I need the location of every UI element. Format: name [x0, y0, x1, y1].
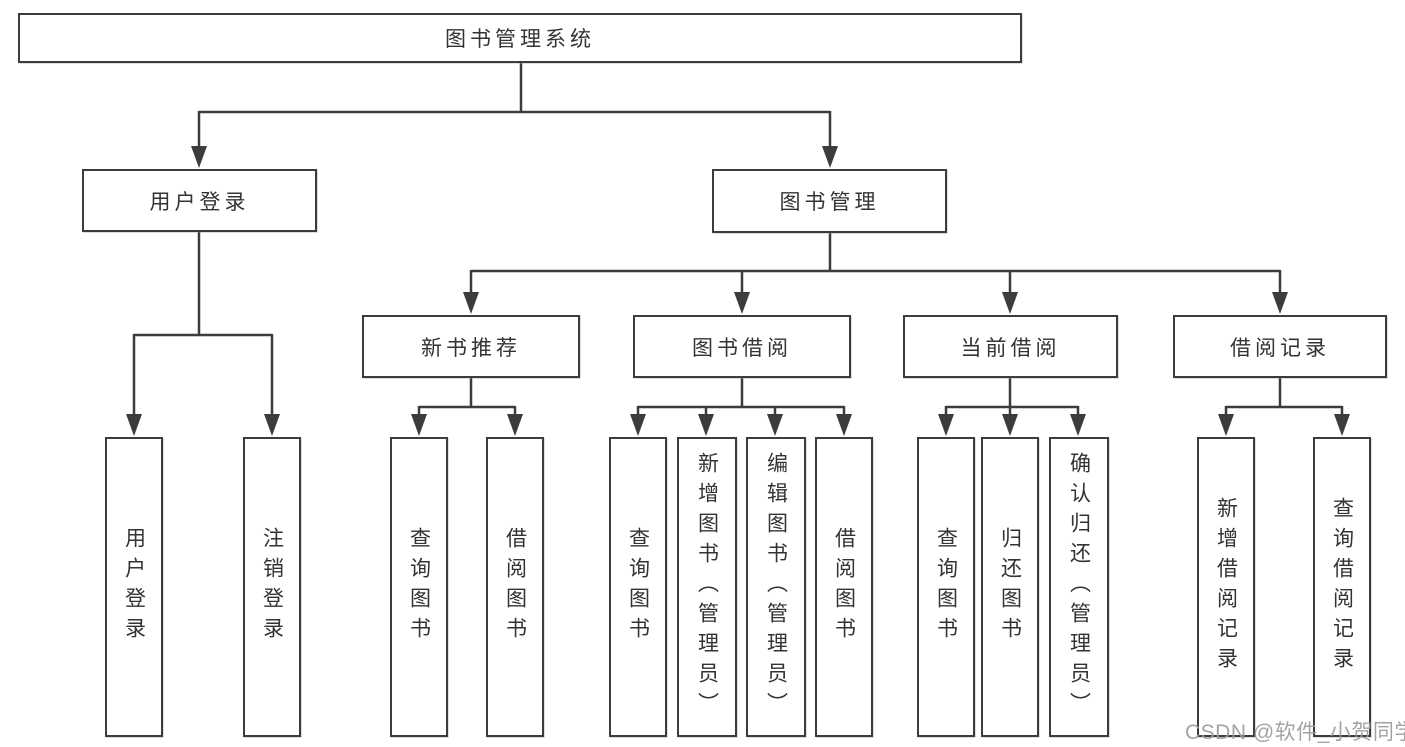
leaf-query-books-current: 查询图书 [917, 437, 975, 737]
node-borrowing-records: 借阅记录 [1173, 315, 1387, 378]
leaf-query-borrow-record: 查询借阅记录 [1313, 437, 1371, 737]
node-current-borrowing: 当前借阅 [903, 315, 1118, 378]
leaf-borrow-books: 借阅图书 [815, 437, 873, 737]
node-user-login: 用户登录 [82, 169, 317, 232]
node-book-management: 图书管理 [712, 169, 947, 233]
node-new-book-recommend: 新书推荐 [362, 315, 580, 378]
leaf-query-books-recommend: 查询图书 [390, 437, 448, 737]
arrowhead-icons [126, 146, 1350, 436]
leaf-return-books: 归还图书 [981, 437, 1039, 737]
csdn-watermark: CSDN @软件_小贺同学 [1185, 721, 1405, 744]
leaf-logout: 注销登录 [243, 437, 301, 737]
leaf-query-books-borrowing: 查询图书 [609, 437, 667, 737]
leaf-user-login: 用户登录 [105, 437, 163, 737]
node-library-management-system: 图书管理系统 [18, 13, 1022, 63]
leaf-confirm-return-admin: 确认归还（管理员） [1049, 437, 1109, 737]
leaf-edit-books-admin: 编辑图书（管理员） [746, 437, 806, 737]
leaf-add-borrow-record: 新增借阅记录 [1197, 437, 1255, 737]
leaf-borrow-books-recommend: 借阅图书 [486, 437, 544, 737]
leaf-add-books-admin: 新增图书（管理员） [677, 437, 737, 737]
node-book-borrowing: 图书借阅 [633, 315, 851, 378]
